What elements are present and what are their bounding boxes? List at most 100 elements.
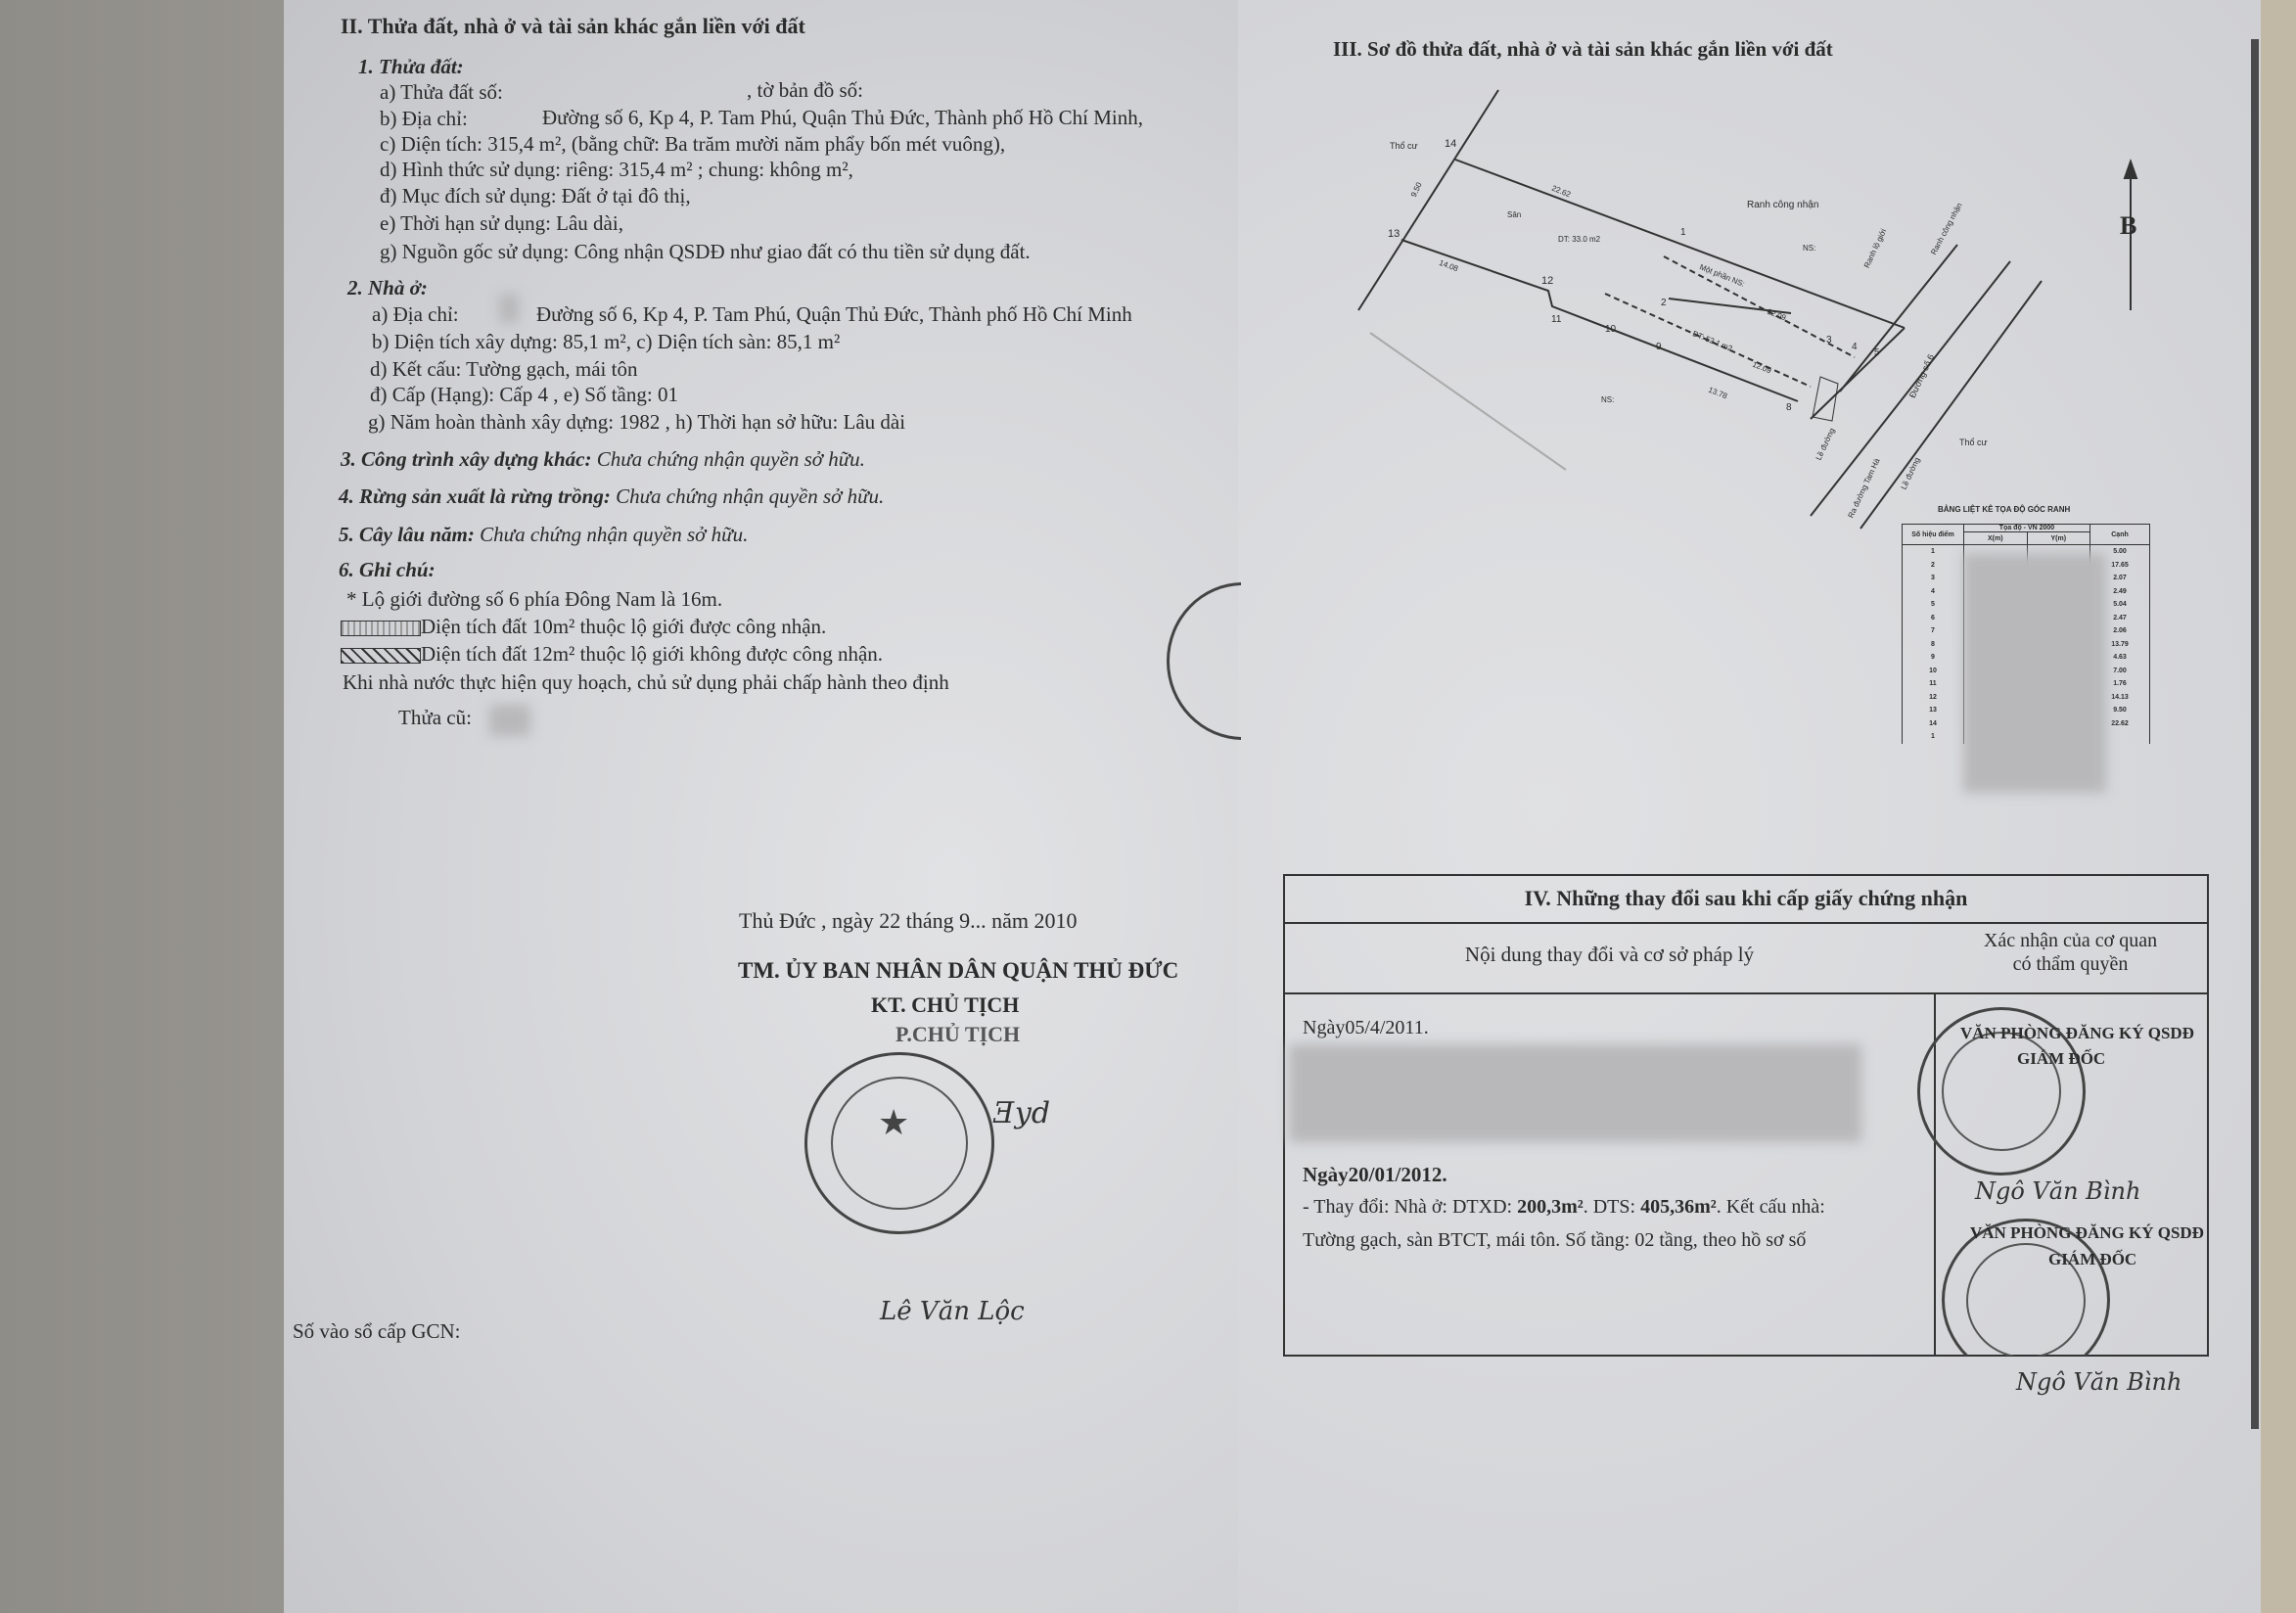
coord-point: 8 (1902, 637, 1964, 651)
diagram-point-8: 8 (1786, 402, 1792, 413)
forest-label: 4. Rừng sản xuất là rừng trồng: (339, 484, 611, 508)
coord-point: 11 (1902, 677, 1964, 691)
changes-title: IV. Những thay đổi sau khi cấp giấy chứn… (1524, 886, 1968, 910)
usage-form: d) Hình thức sử dụng: riêng: 315,4 m² ; … (380, 158, 853, 181)
note-road-boundary: * Lộ giới đường số 6 phía Đông Nam là 16… (346, 587, 723, 611)
entry-2-text: . Kết cấu nhà: (1716, 1196, 1825, 1218)
col-y: Y(m) (2026, 531, 2090, 545)
coord-point: 14 (1902, 716, 1964, 730)
col-x: X(m) (1963, 531, 2028, 545)
col-authority-confirm-2: có thẩm quyền (2012, 953, 2129, 975)
diagram-point-4: 4 (1852, 342, 1858, 352)
coord-point: 1 (1902, 730, 1964, 744)
house-structure: d) Kết cấu: Tường gạch, mái tôn (370, 357, 638, 381)
diagram-label-ns-1: NS: (1803, 244, 1816, 253)
entry-2-dts: 405,36m² (1640, 1196, 1717, 1218)
signer-2: Ngô Văn Bình (2016, 1368, 2182, 1396)
land-area: c) Diện tích: 315,4 m², (bằng chữ: Ba tr… (380, 132, 1006, 156)
old-parcel-label: Thửa cũ: (398, 706, 472, 729)
diagram-point-2: 2 (1661, 298, 1667, 308)
diagram-point-1: 1 (1680, 227, 1686, 238)
diagram-label-san: Sân (1507, 210, 1522, 219)
land-heading: 1. Thửa đất: (358, 55, 464, 78)
diagram-point-11: 11 (1551, 314, 1562, 325)
notes-heading: 6. Ghi chú: (339, 558, 436, 581)
perennial-value: Chưa chứng nhận quyền sở hữu. (480, 523, 749, 546)
divider (1934, 992, 1936, 1355)
director-1: GIÁM ĐỐC (2017, 1049, 2106, 1068)
forest-value: Chưa chứng nhận quyền sở hữu. (616, 484, 885, 508)
entry-2-line-2: Tường gạch, sàn BTCT, mái tôn. Số tầng: … (1303, 1229, 1807, 1251)
diagram-point-5: 5 (1874, 347, 1880, 358)
diagram-point-14: 14 (1445, 138, 1457, 150)
land-address-value: Đường số 6, Kp 4, P. Tam Phú, Quận Thủ Đ… (542, 106, 1143, 129)
house-area: b) Diện tích xây dựng: 85,1 m², c) Diện … (372, 330, 841, 353)
signer-role-1: KT. CHỦ TỊCH (871, 992, 1020, 1017)
perennial: 5. Cây lâu năm: Chưa chứng nhận quyền sở… (339, 525, 748, 545)
coord-point: 4 (1902, 584, 1964, 598)
registration-office-stamp-2 (1942, 1219, 2110, 1356)
redacted-house-number (499, 294, 519, 323)
other-works-value: Chưa chứng nhận quyền sở hữu. (596, 447, 865, 471)
col-point: Số hiệu điểm (1902, 524, 1964, 545)
office-1: VĂN PHÒNG ĐĂNG KÝ QSDĐ (1960, 1024, 2194, 1042)
diagram-label-neighbor-top: Thổ cư (1390, 141, 1418, 151)
diagram-point-9: 9 (1656, 342, 1662, 352)
coord-table-title: BẢNG LIỆT KÊ TỌA ĐỘ GÓC RANH (1938, 505, 2071, 514)
diagram-label-ns-2: NS: (1601, 395, 1615, 404)
page-edge (2251, 39, 2259, 1429)
stamp-inner-ring (1966, 1243, 2086, 1356)
issue-date: Thủ Đức , ngày 22 tháng 9... năm 2010 (739, 908, 1078, 933)
coord-point: 5 (1902, 598, 1964, 612)
registration-office-stamp-1 (1917, 1007, 2086, 1175)
usage-term: e) Thời hạn sử dụng: Lâu dài, (380, 211, 623, 235)
seal-inner-ring (831, 1077, 968, 1210)
coord-point: 3 (1902, 572, 1964, 585)
entry-2-line-1: - Thay đổi: Nhà ở: DTXD: 200,3m². DTS: 4… (1303, 1197, 1825, 1217)
dotted-hatch-legend-icon (341, 621, 421, 637)
left-page (284, 0, 1238, 1613)
col-authority-confirm-1: Xác nhận của cơ quan (1983, 930, 2158, 951)
col-change-content: Nội dung thay đổi và cơ sở pháp lý (1464, 943, 1755, 966)
house-address-label: a) Địa chỉ: (372, 302, 459, 326)
director-2: GIÁM ĐỐC (2048, 1250, 2137, 1268)
diagram-point-10: 10 (1605, 324, 1617, 335)
note-recognized-area: Diện tích đất 10m² thuộc lộ giới được cô… (341, 617, 826, 637)
coord-point: 12 (1902, 690, 1964, 704)
north-label: B (2120, 211, 2137, 240)
issuing-authority: TM. ỦY BAN NHÂN DÂN QUẬN THỦ ĐỨC (738, 958, 1179, 983)
divider (1285, 992, 2207, 994)
note-recognized-text: Diện tích đất 10m² thuộc lộ giới được cô… (421, 615, 827, 638)
redacted-old-parcel (489, 705, 530, 736)
other-works: 3. Công trình xây dựng khác: Chưa chứng … (341, 449, 865, 470)
map-sheet-label: , tờ bản đồ số: (747, 78, 864, 102)
usage-origin: g) Nguồn gốc sử dụng: Công nhận QSDĐ như… (380, 240, 1031, 263)
usage-purpose: đ) Mục đích sử dụng: Đất ở tại đô thị, (380, 184, 691, 207)
coord-point: 7 (1902, 624, 1964, 638)
diagram-label-neighbor-right: Thổ cư (1959, 438, 1988, 447)
coord-point: 6 (1902, 611, 1964, 624)
section-3-title: III. Sơ đồ thửa đất, nhà ở và tài sản kh… (1333, 37, 1833, 61)
entry-2-text: - Thay đổi: Nhà ở: DTXD: (1303, 1196, 1518, 1218)
diagram-label-recognized-boundary: Ranh công nhận (1747, 200, 1819, 210)
note-unrecognized-area: Diện tích đất 12m² thuộc lộ giới không đ… (341, 644, 883, 665)
entry-1-date: Ngày05/4/2011. (1303, 1017, 1429, 1038)
section-2-title: II. Thửa đất, nhà ở và tài sản khác gắn … (341, 14, 805, 38)
coord-point: 10 (1902, 664, 1964, 677)
stamp-inner-ring (1942, 1032, 2061, 1151)
handwritten-signature: Ǝyd (993, 1096, 1051, 1130)
diagram-area-1: DT: 33.0 m2 (1558, 235, 1601, 244)
diagram-point-13: 13 (1388, 228, 1401, 240)
signer-name: Lê Văn Lộc (880, 1297, 1025, 1326)
coord-point: 9 (1902, 651, 1964, 665)
entry-2-date: Ngày20/01/2012. (1303, 1163, 1447, 1186)
diagonal-hatch-legend-icon (341, 648, 421, 665)
col-coords: Tọa độ - VN 2000 (1963, 524, 2090, 532)
note-planning: Khi nhà nước thực hiện quy hoạch, chủ sử… (343, 670, 949, 694)
entry-2-text: . DTS: (1583, 1196, 1641, 1218)
office-2: VĂN PHÒNG ĐĂNG KÝ QSDĐ (1970, 1223, 2204, 1242)
coord-point: 2 (1902, 558, 1964, 572)
house-address-value: Đường số 6, Kp 4, P. Tam Phú, Quận Thủ Đ… (536, 302, 1132, 326)
divider (1285, 922, 2207, 924)
land-address-label: b) Địa chỉ: (380, 107, 468, 130)
